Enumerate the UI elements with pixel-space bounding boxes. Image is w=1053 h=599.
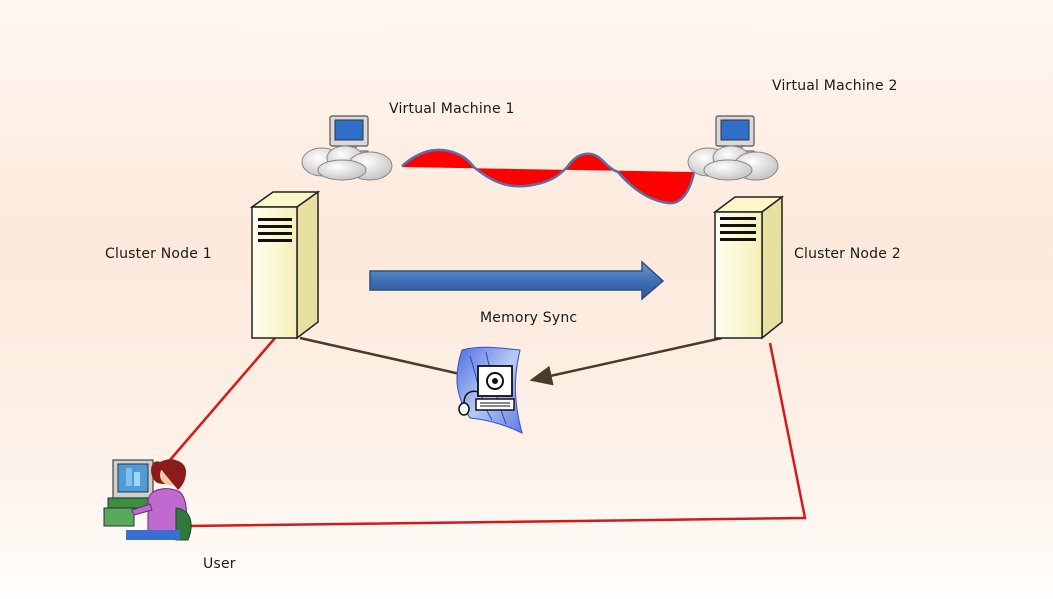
user-to-node1-link xyxy=(169,337,276,461)
server-tower-icon xyxy=(249,190,321,340)
vm2-label: Virtual Machine 2 xyxy=(772,78,898,94)
cloud-computer-icon xyxy=(687,115,779,181)
memory-wave xyxy=(401,148,696,205)
memory-sync-label: Memory Sync xyxy=(480,310,578,326)
node2-to-workstation-arrow xyxy=(529,336,723,386)
user-at-computer-icon xyxy=(103,459,192,541)
user-label: User xyxy=(203,556,236,572)
server-tower-icon xyxy=(712,195,785,340)
node1-to-workstation-arrow xyxy=(299,336,481,384)
cluster-node1-label: Cluster Node 1 xyxy=(105,246,212,262)
memory-sync-arrow xyxy=(369,260,665,301)
workstation-icon xyxy=(456,346,523,434)
cloud-computer-icon xyxy=(301,115,393,181)
cluster-node2-label: Cluster Node 2 xyxy=(794,246,901,262)
user-to-node2-link xyxy=(187,342,807,528)
vm1-label: Virtual Machine 1 xyxy=(389,101,515,117)
